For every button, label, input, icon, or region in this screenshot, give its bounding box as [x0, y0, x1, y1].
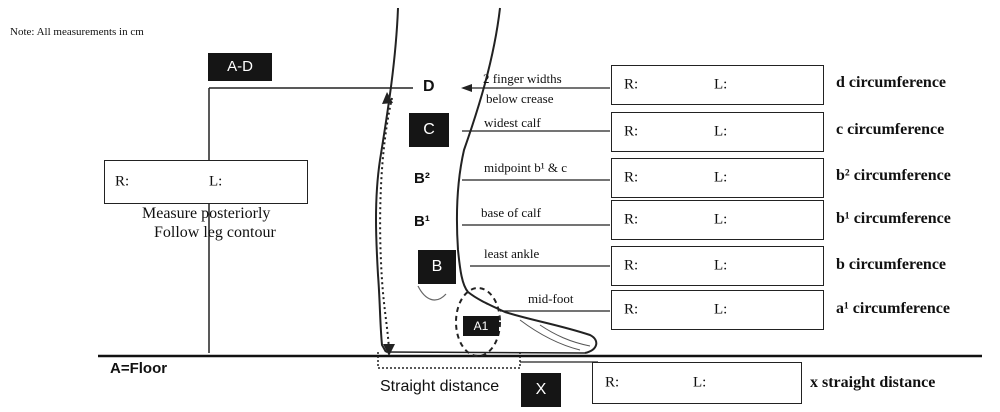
posterior-r-label: R: — [115, 173, 130, 190]
a1-measure-box[interactable]: R: L: — [611, 290, 824, 330]
label-a1: A1 — [463, 316, 499, 336]
b1-l-label: L: — [714, 211, 728, 228]
a1-r-label: R: — [624, 301, 639, 318]
x-straight-distance-label: x straight distance — [810, 374, 936, 391]
label-b1: B¹ — [414, 213, 430, 230]
b1-circumference-label: b¹ circumference — [836, 210, 951, 227]
a1-l-label: L: — [714, 301, 728, 318]
d-description-line-2: below crease — [486, 91, 554, 106]
b-description: least ankle — [484, 246, 540, 261]
c-circumference-label: c circumference — [836, 121, 945, 138]
posterior-l-label: L: — [209, 173, 223, 190]
leg-back-outline — [375, 7, 399, 353]
d-r-label: R: — [624, 76, 639, 93]
straight-distance-bracket — [377, 352, 521, 369]
arrowhead-top — [382, 92, 393, 104]
x-l-label: L: — [693, 374, 707, 391]
posterior-measure-box[interactable]: R: L: — [104, 160, 308, 204]
c-measure-box[interactable]: R: L: — [611, 112, 824, 152]
label-x: X — [521, 373, 561, 407]
b1-description: base of calf — [481, 205, 541, 220]
ankle-bone — [417, 285, 447, 301]
b2-r-label: R: — [624, 169, 639, 186]
toe-lines — [519, 319, 591, 351]
b-l-label: L: — [714, 257, 728, 274]
b2-l-label: L: — [714, 169, 728, 186]
x-r-label: R: — [605, 374, 620, 391]
floor-label: A=Floor — [110, 360, 168, 377]
label-d: D — [423, 78, 435, 95]
b2-description: midpoint b¹ & c — [484, 160, 567, 175]
b-measure-box[interactable]: R: L: — [611, 246, 824, 286]
label-b: B — [418, 250, 456, 284]
c-description: widest calf — [484, 115, 541, 130]
note-text: Note: All measurements in cm — [10, 26, 144, 38]
a1-circumference-label: a¹ circumference — [836, 300, 950, 317]
c-r-label: R: — [624, 123, 639, 140]
b-r-label: R: — [624, 257, 639, 274]
leg-front-outline — [455, 7, 598, 354]
posterior-instruction-line-2: Follow leg contour — [154, 224, 276, 241]
label-b2: B² — [414, 170, 430, 187]
d-measure-box[interactable]: R: L: — [611, 65, 824, 105]
straight-distance-label: Straight distance — [380, 378, 500, 395]
b-circumference-label: b circumference — [836, 256, 947, 273]
d-circumference-label: d circumference — [836, 74, 947, 91]
d-l-label: L: — [714, 76, 728, 93]
midfoot-dashed-oval — [455, 287, 501, 357]
b2-measure-box[interactable]: R: L: — [611, 158, 824, 198]
label-a-d: A-D — [208, 53, 272, 81]
arrowhead-bottom — [383, 344, 395, 356]
label-c: C — [409, 113, 449, 147]
d-pointer-arrowhead — [461, 84, 472, 92]
posterior-instruction-line-1: Measure posteriorly — [142, 205, 271, 222]
b1-measure-box[interactable]: R: L: — [611, 200, 824, 240]
x-measure-box[interactable]: R: L: — [592, 362, 802, 404]
b1-r-label: R: — [624, 211, 639, 228]
a1-description: mid-foot — [528, 291, 574, 306]
b2-circumference-label: b² circumference — [836, 167, 951, 184]
d-description-line-1: 2 finger widths — [483, 71, 562, 86]
c-l-label: L: — [714, 123, 728, 140]
sole-line — [385, 351, 586, 354]
posterior-dotted-arrow — [379, 97, 393, 351]
